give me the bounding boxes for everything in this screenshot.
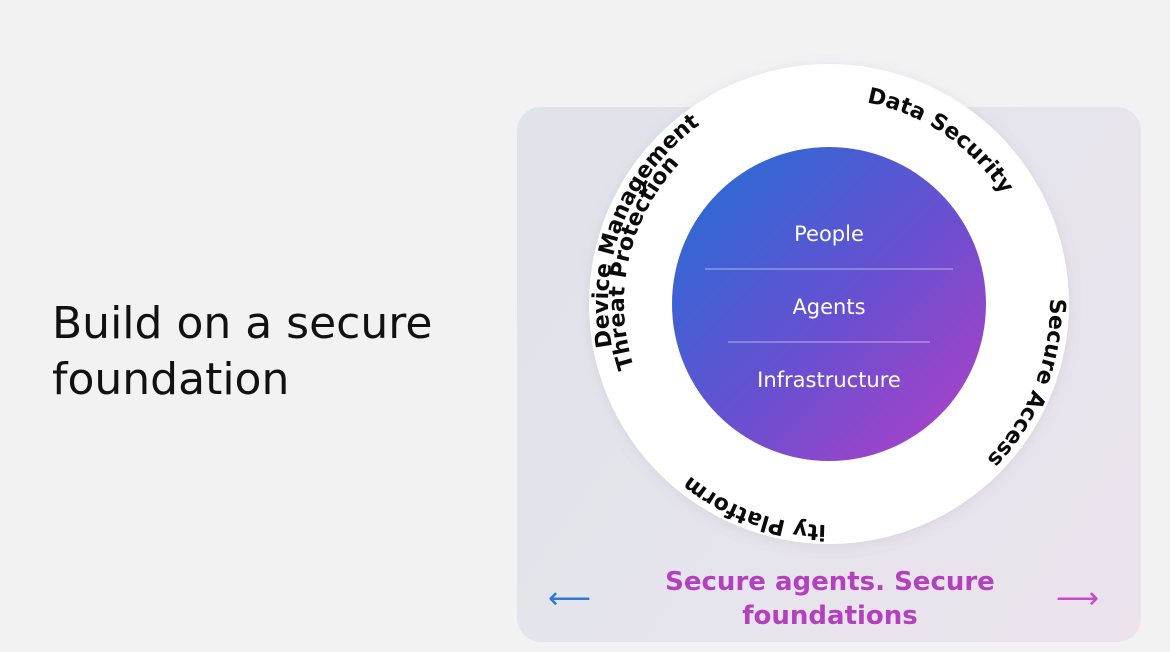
right-arrow-icon: ⟶ xyxy=(1056,581,1100,616)
slide-headline: Build on a secure foundation xyxy=(52,298,433,405)
tagline: Secure agents. Secure foundations xyxy=(665,567,995,631)
left-arrow-icon: ⟵ xyxy=(548,581,592,616)
core-circle xyxy=(672,147,986,461)
core-layer-people: People xyxy=(794,222,864,246)
core-layer-infrastructure: Infrastructure xyxy=(757,368,901,392)
core-layer-agents: Agents xyxy=(792,295,865,319)
